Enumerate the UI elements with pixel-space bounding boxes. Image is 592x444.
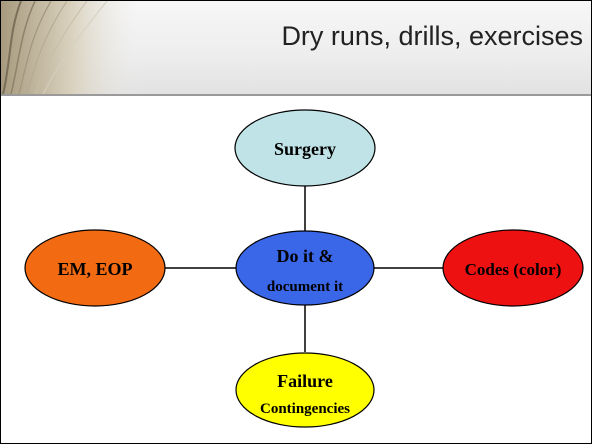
header-divider [1,94,591,96]
node-em-eop-shape [24,229,166,307]
book-pages-decoration [1,1,141,94]
node-em-eop: EM, EOP [24,229,166,307]
node-codes-color-shape [442,229,584,307]
node-failure-label-line2: Contingencies [260,401,350,417]
slide-header: Dry runs, drills, exercises [1,1,591,94]
node-failure-label-line1: Failure [277,371,333,391]
node-codes-color-label: Codes (color) [465,260,562,279]
node-em-eop-label: EM, EOP [58,259,133,279]
node-center-label-line1: Do it & [277,246,334,266]
node-codes-color: Codes (color) [442,229,584,307]
node-surgery-shape [234,109,376,187]
node-center-label-line2: document it [267,279,343,295]
node-do-it-document-it: Do it & document it [235,230,375,306]
node-surgery-label: Surgery [274,139,336,159]
node-center-shape [235,230,375,306]
node-failure-contingencies: Failure Contingencies [235,352,375,428]
node-failure-shape [235,352,375,428]
node-surgery: Surgery [234,109,376,187]
slide-title: Dry runs, drills, exercises [281,21,583,51]
